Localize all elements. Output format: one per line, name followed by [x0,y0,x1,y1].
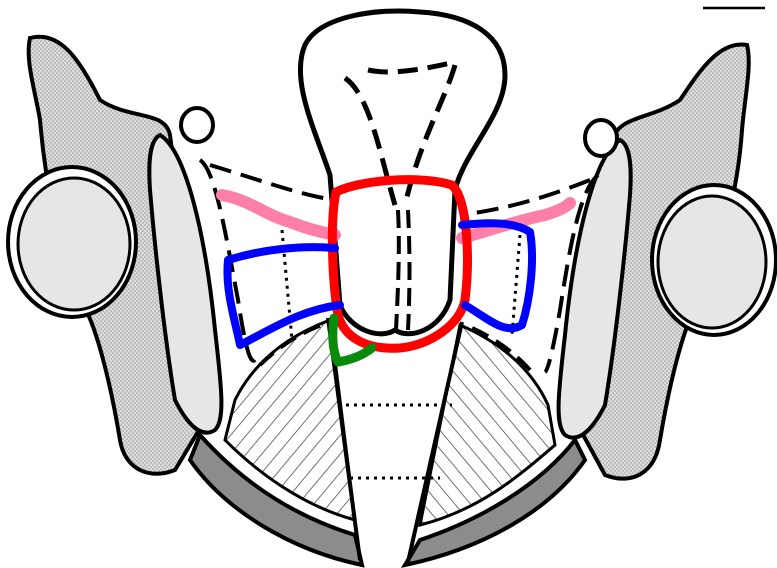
left-pink-band [222,195,335,235]
right-round-bone-inner [658,196,766,328]
left-small-circle [181,108,213,142]
left-round-bone-inner [18,178,130,310]
right-small-circle [585,120,617,156]
right-dotted-guide [512,235,520,335]
